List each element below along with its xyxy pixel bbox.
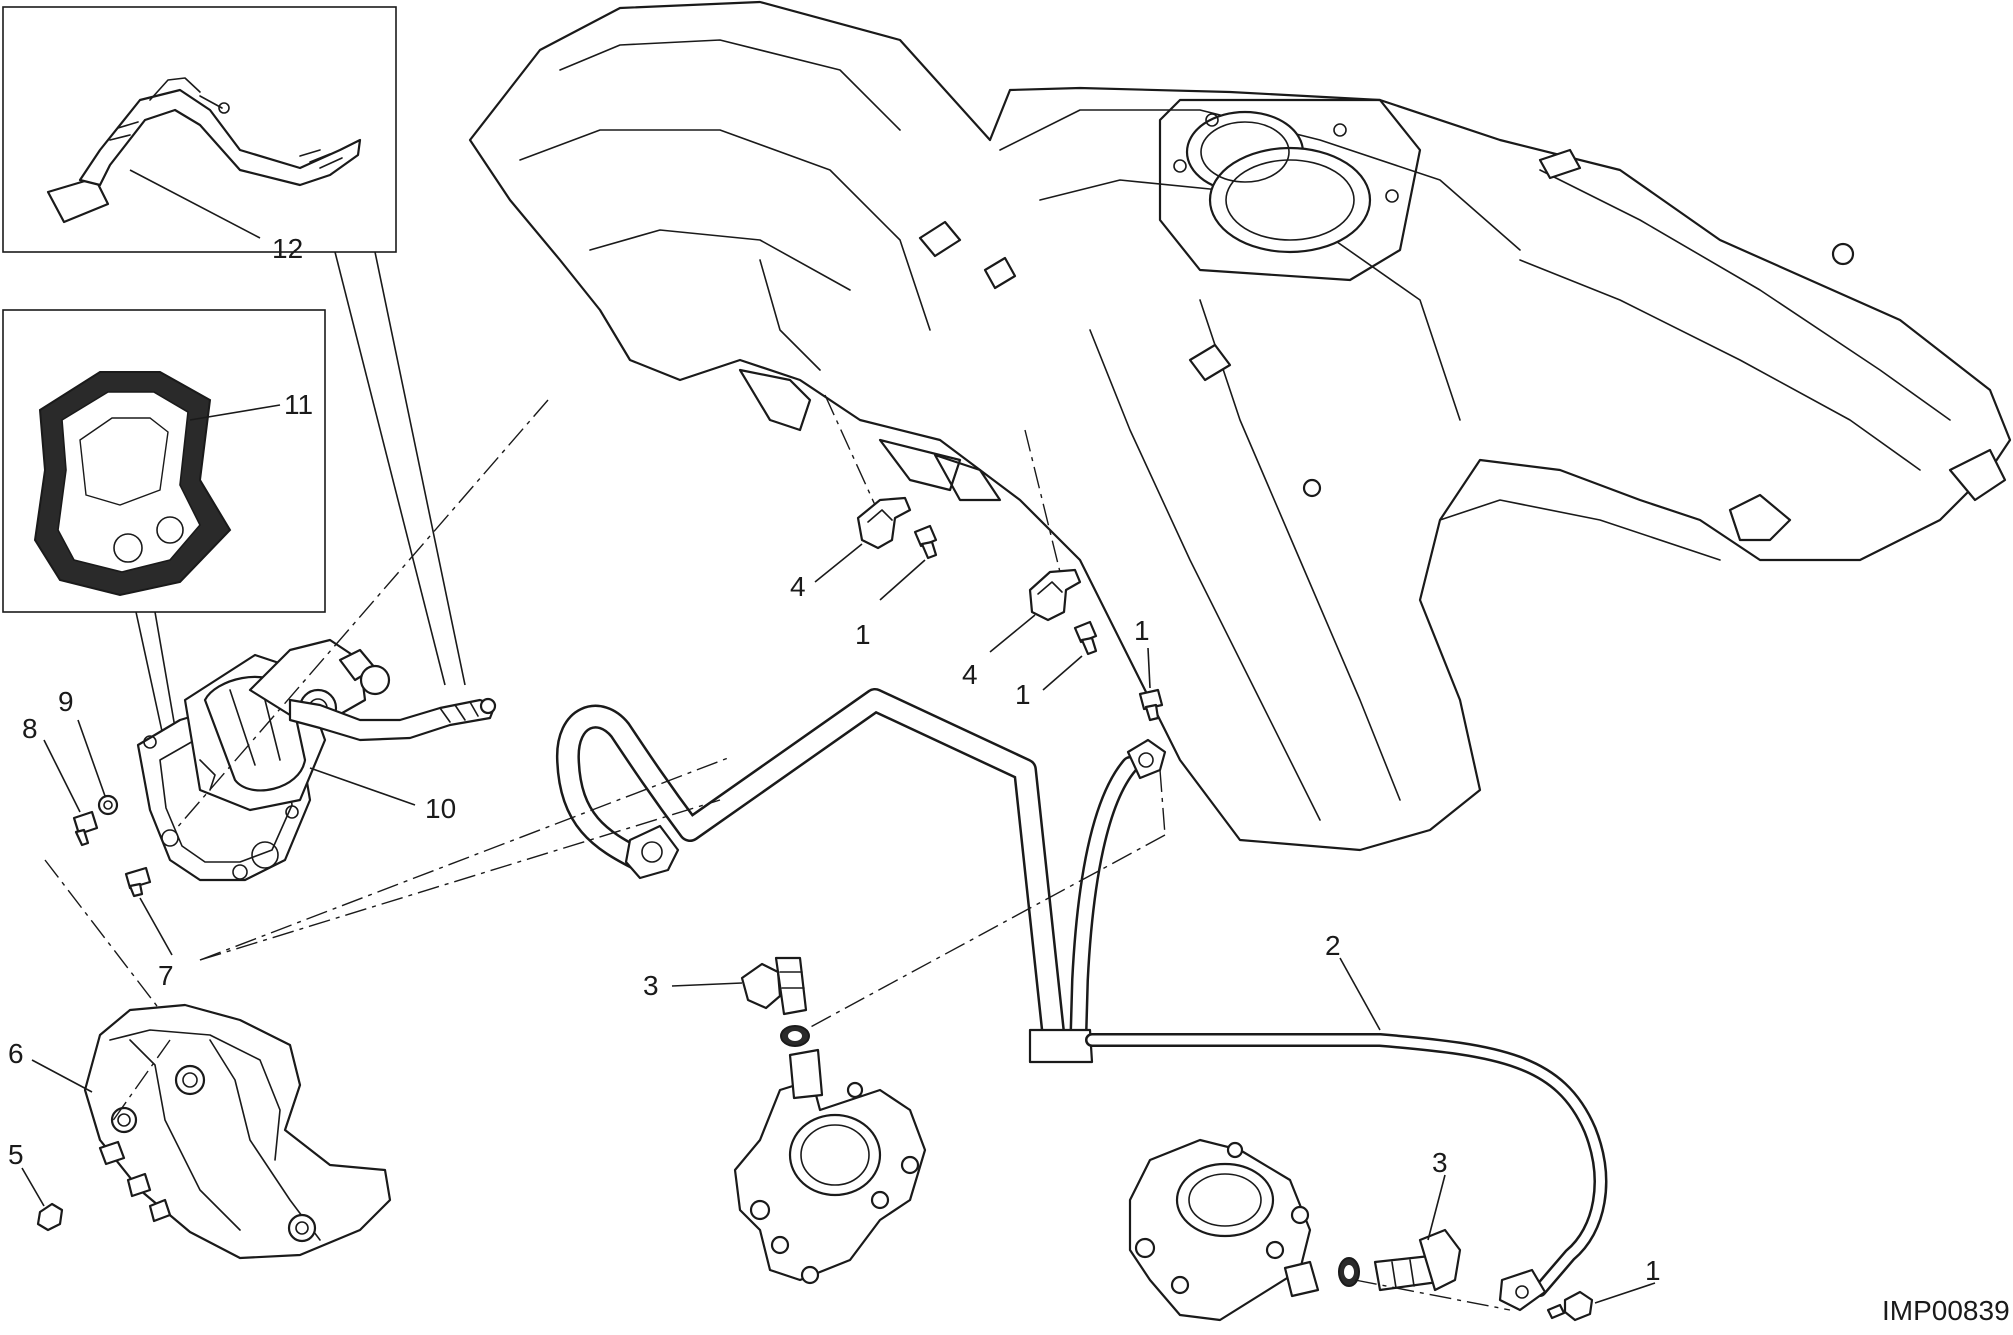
- bracket-4a: [856, 496, 912, 550]
- callout-2: 2: [1325, 930, 1341, 961]
- nut-5: [36, 1202, 64, 1232]
- screw-1b: [1073, 620, 1098, 656]
- inset-connector-12a: [334, 251, 446, 686]
- leader-1c: [1147, 647, 1151, 689]
- leader-1a: [879, 559, 926, 601]
- bracket-4b: [1028, 568, 1082, 622]
- wiring-harness-12: [46, 77, 362, 224]
- leader-12: [129, 169, 261, 239]
- leader-2: [1339, 957, 1381, 1031]
- screw-1a: [913, 524, 938, 560]
- callout-1b: 1: [1015, 679, 1031, 710]
- inset-box-gasket: 11: [2, 309, 326, 613]
- callout-8: 8: [22, 713, 38, 744]
- screw-8: [72, 810, 99, 847]
- callout-11: 11: [284, 389, 313, 420]
- inset-box-harness: 12: [2, 6, 397, 264]
- injector-3a: [740, 956, 810, 1047]
- leader-4a: [814, 543, 863, 583]
- gasket-11: [33, 371, 232, 597]
- leader-10: [309, 767, 416, 806]
- leader-8: [43, 739, 81, 813]
- inset-connector-12b: [374, 251, 466, 686]
- assembly-lines: [44, 394, 1511, 1311]
- leader-1d: [1594, 1282, 1656, 1304]
- screw-7: [124, 866, 152, 898]
- leader-6: [31, 1059, 93, 1093]
- callout-12: 12: [272, 233, 303, 264]
- leader-9: [77, 719, 106, 797]
- injector-3b: [1338, 1228, 1462, 1292]
- leader-3a: [671, 982, 743, 987]
- leader-5: [21, 1167, 45, 1207]
- callout-4b: 4: [962, 659, 978, 690]
- callout-3b: 3: [1432, 1147, 1448, 1178]
- callout-3a: 3: [643, 970, 659, 1001]
- drawing-reference-code: IMP00839: [1882, 1295, 2010, 1326]
- callout-5: 5: [8, 1139, 24, 1170]
- inset-connector-11a: [135, 611, 166, 746]
- leader-11: [189, 404, 281, 421]
- screw-1d: [1546, 1290, 1594, 1322]
- callout-9: 9: [58, 686, 74, 717]
- fuel-pump-assembly-10: [136, 638, 497, 882]
- callout-1c: 1: [1134, 615, 1150, 646]
- throttle-body-left: [733, 1048, 927, 1285]
- callout-7: 7: [158, 960, 174, 991]
- leader-7: [139, 897, 173, 956]
- screw-1c: [1138, 688, 1164, 722]
- washer-9: [97, 794, 119, 816]
- throttle-body-right: [1128, 1138, 1320, 1322]
- fuel-line-2: [555, 688, 1608, 1312]
- leader-1b: [1042, 655, 1083, 691]
- callout-1a: 1: [855, 619, 871, 650]
- fuel-tank: [468, 0, 2012, 852]
- pump-cover-6: [83, 1003, 392, 1260]
- callout-10: 10: [425, 793, 456, 824]
- leader-3b: [1427, 1174, 1446, 1241]
- callout-6: 6: [8, 1038, 24, 1069]
- leader-4b: [989, 614, 1036, 653]
- callout-4a: 4: [790, 571, 806, 602]
- callout-1d: 1: [1645, 1255, 1661, 1286]
